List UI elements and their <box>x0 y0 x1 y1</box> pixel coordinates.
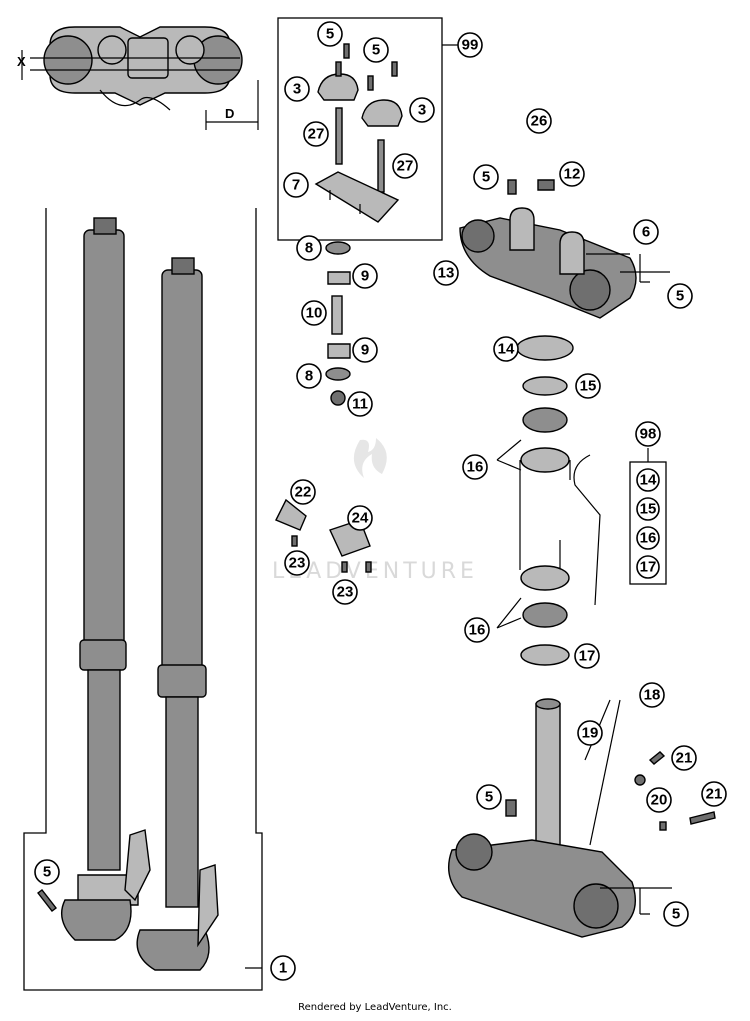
kit-item-14[interactable]: 14 <box>636 468 660 492</box>
svg-text:17: 17 <box>579 648 596 665</box>
callout-9[interactable]: 9 <box>352 263 378 289</box>
callout-6[interactable]: 6 <box>633 219 659 245</box>
callout-9[interactable]: 9 <box>352 337 378 363</box>
callout-11[interactable]: 11 <box>347 391 373 417</box>
svg-text:17: 17 <box>640 559 657 576</box>
callout-1[interactable]: 1 <box>270 955 296 981</box>
callout-21[interactable]: 21 <box>671 745 697 771</box>
svg-text:23: 23 <box>337 584 354 601</box>
svg-text:27: 27 <box>397 158 414 175</box>
callout-98[interactable]: 98 <box>635 421 661 447</box>
svg-text:12: 12 <box>564 166 581 183</box>
svg-text:15: 15 <box>580 378 597 395</box>
svg-text:98: 98 <box>640 426 657 443</box>
callout-10[interactable]: 10 <box>301 300 327 326</box>
callout-5[interactable]: 5 <box>473 164 499 190</box>
svg-text:8: 8 <box>305 240 313 257</box>
svg-text:7: 7 <box>292 177 300 194</box>
callout-15[interactable]: 15 <box>575 373 601 399</box>
callout-99[interactable]: 99 <box>457 32 483 58</box>
callout-26[interactable]: 26 <box>526 108 552 134</box>
callout-8[interactable]: 8 <box>296 363 322 389</box>
callout-21[interactable]: 21 <box>701 781 727 807</box>
dimension-x-label: X <box>17 54 26 69</box>
svg-text:5: 5 <box>326 26 334 43</box>
callout-14[interactable]: 14 <box>493 336 519 362</box>
callout-3[interactable]: 3 <box>284 76 310 102</box>
svg-text:99: 99 <box>462 37 479 54</box>
svg-text:16: 16 <box>640 530 657 547</box>
callout-17[interactable]: 17 <box>574 643 600 669</box>
callout-5[interactable]: 5 <box>34 859 60 885</box>
callout-18[interactable]: 18 <box>639 682 665 708</box>
kit-item-16[interactable]: 16 <box>636 526 660 550</box>
svg-text:18: 18 <box>644 687 661 704</box>
svg-text:21: 21 <box>676 750 693 767</box>
callout-5[interactable]: 5 <box>317 21 343 47</box>
svg-text:24: 24 <box>352 510 369 527</box>
bearing-kit-98 <box>629 448 667 585</box>
svg-text:26: 26 <box>531 113 548 130</box>
svg-text:6: 6 <box>642 224 650 241</box>
callout-13[interactable]: 13 <box>433 260 459 286</box>
svg-text:3: 3 <box>418 102 426 119</box>
svg-text:8: 8 <box>305 368 313 385</box>
svg-text:14: 14 <box>498 341 515 358</box>
svg-text:20: 20 <box>651 792 668 809</box>
svg-text:14: 14 <box>640 472 657 489</box>
svg-text:1: 1 <box>279 960 287 977</box>
kit-item-17[interactable]: 17 <box>636 555 660 579</box>
svg-text:5: 5 <box>43 864 51 881</box>
steering-bearings <box>496 335 601 666</box>
svg-text:9: 9 <box>361 268 369 285</box>
callout-16[interactable]: 16 <box>464 617 490 643</box>
svg-text:27: 27 <box>308 126 325 143</box>
svg-text:5: 5 <box>676 288 684 305</box>
svg-text:13: 13 <box>438 265 455 282</box>
callout-5[interactable]: 5 <box>363 37 389 63</box>
svg-text:16: 16 <box>469 622 486 639</box>
svg-text:19: 19 <box>582 725 599 742</box>
svg-text:9: 9 <box>361 342 369 359</box>
lower-triple-clamp <box>448 698 716 938</box>
svg-text:11: 11 <box>352 396 368 413</box>
callout-20[interactable]: 20 <box>646 787 672 813</box>
callout-19[interactable]: 19 <box>577 720 603 746</box>
kit-item-15[interactable]: 15 <box>636 497 660 521</box>
dimension-d-label: D <box>225 106 234 121</box>
triple-clamp-top-view: X D <box>17 26 259 130</box>
callout-22[interactable]: 22 <box>290 479 316 505</box>
callout-16[interactable]: 16 <box>462 454 488 480</box>
callouts: 99 5 5 3 3 27 27 7 26 5 12 6 13 5 8 9 10… <box>34 21 727 981</box>
svg-text:5: 5 <box>372 42 380 59</box>
callout-8[interactable]: 8 <box>296 235 322 261</box>
svg-text:5: 5 <box>482 169 490 186</box>
callout-23[interactable]: 23 <box>284 550 310 576</box>
callout-7[interactable]: 7 <box>283 172 309 198</box>
callout-27[interactable]: 27 <box>392 153 418 179</box>
callout-3[interactable]: 3 <box>409 97 435 123</box>
callout-5[interactable]: 5 <box>476 784 502 810</box>
svg-text:3: 3 <box>293 81 301 98</box>
callout-12[interactable]: 12 <box>559 161 585 187</box>
footer-credit: Rendered by LeadVenture, Inc. <box>298 1002 452 1013</box>
callout-23[interactable]: 23 <box>332 579 358 605</box>
svg-text:16: 16 <box>467 459 484 476</box>
svg-text:22: 22 <box>295 484 312 501</box>
callout-5[interactable]: 5 <box>663 901 689 927</box>
callout-27[interactable]: 27 <box>303 121 329 147</box>
svg-text:10: 10 <box>306 305 323 322</box>
svg-text:23: 23 <box>289 555 306 572</box>
svg-text:5: 5 <box>672 906 680 923</box>
fork-assembly <box>23 208 263 991</box>
callout-24[interactable]: 24 <box>347 505 373 531</box>
stem-bushing-parts <box>325 241 351 406</box>
svg-text:5: 5 <box>485 789 493 806</box>
svg-text:15: 15 <box>640 501 657 518</box>
svg-text:21: 21 <box>706 786 723 803</box>
callout-5[interactable]: 5 <box>667 283 693 309</box>
upper-triple-clamp <box>459 179 670 319</box>
